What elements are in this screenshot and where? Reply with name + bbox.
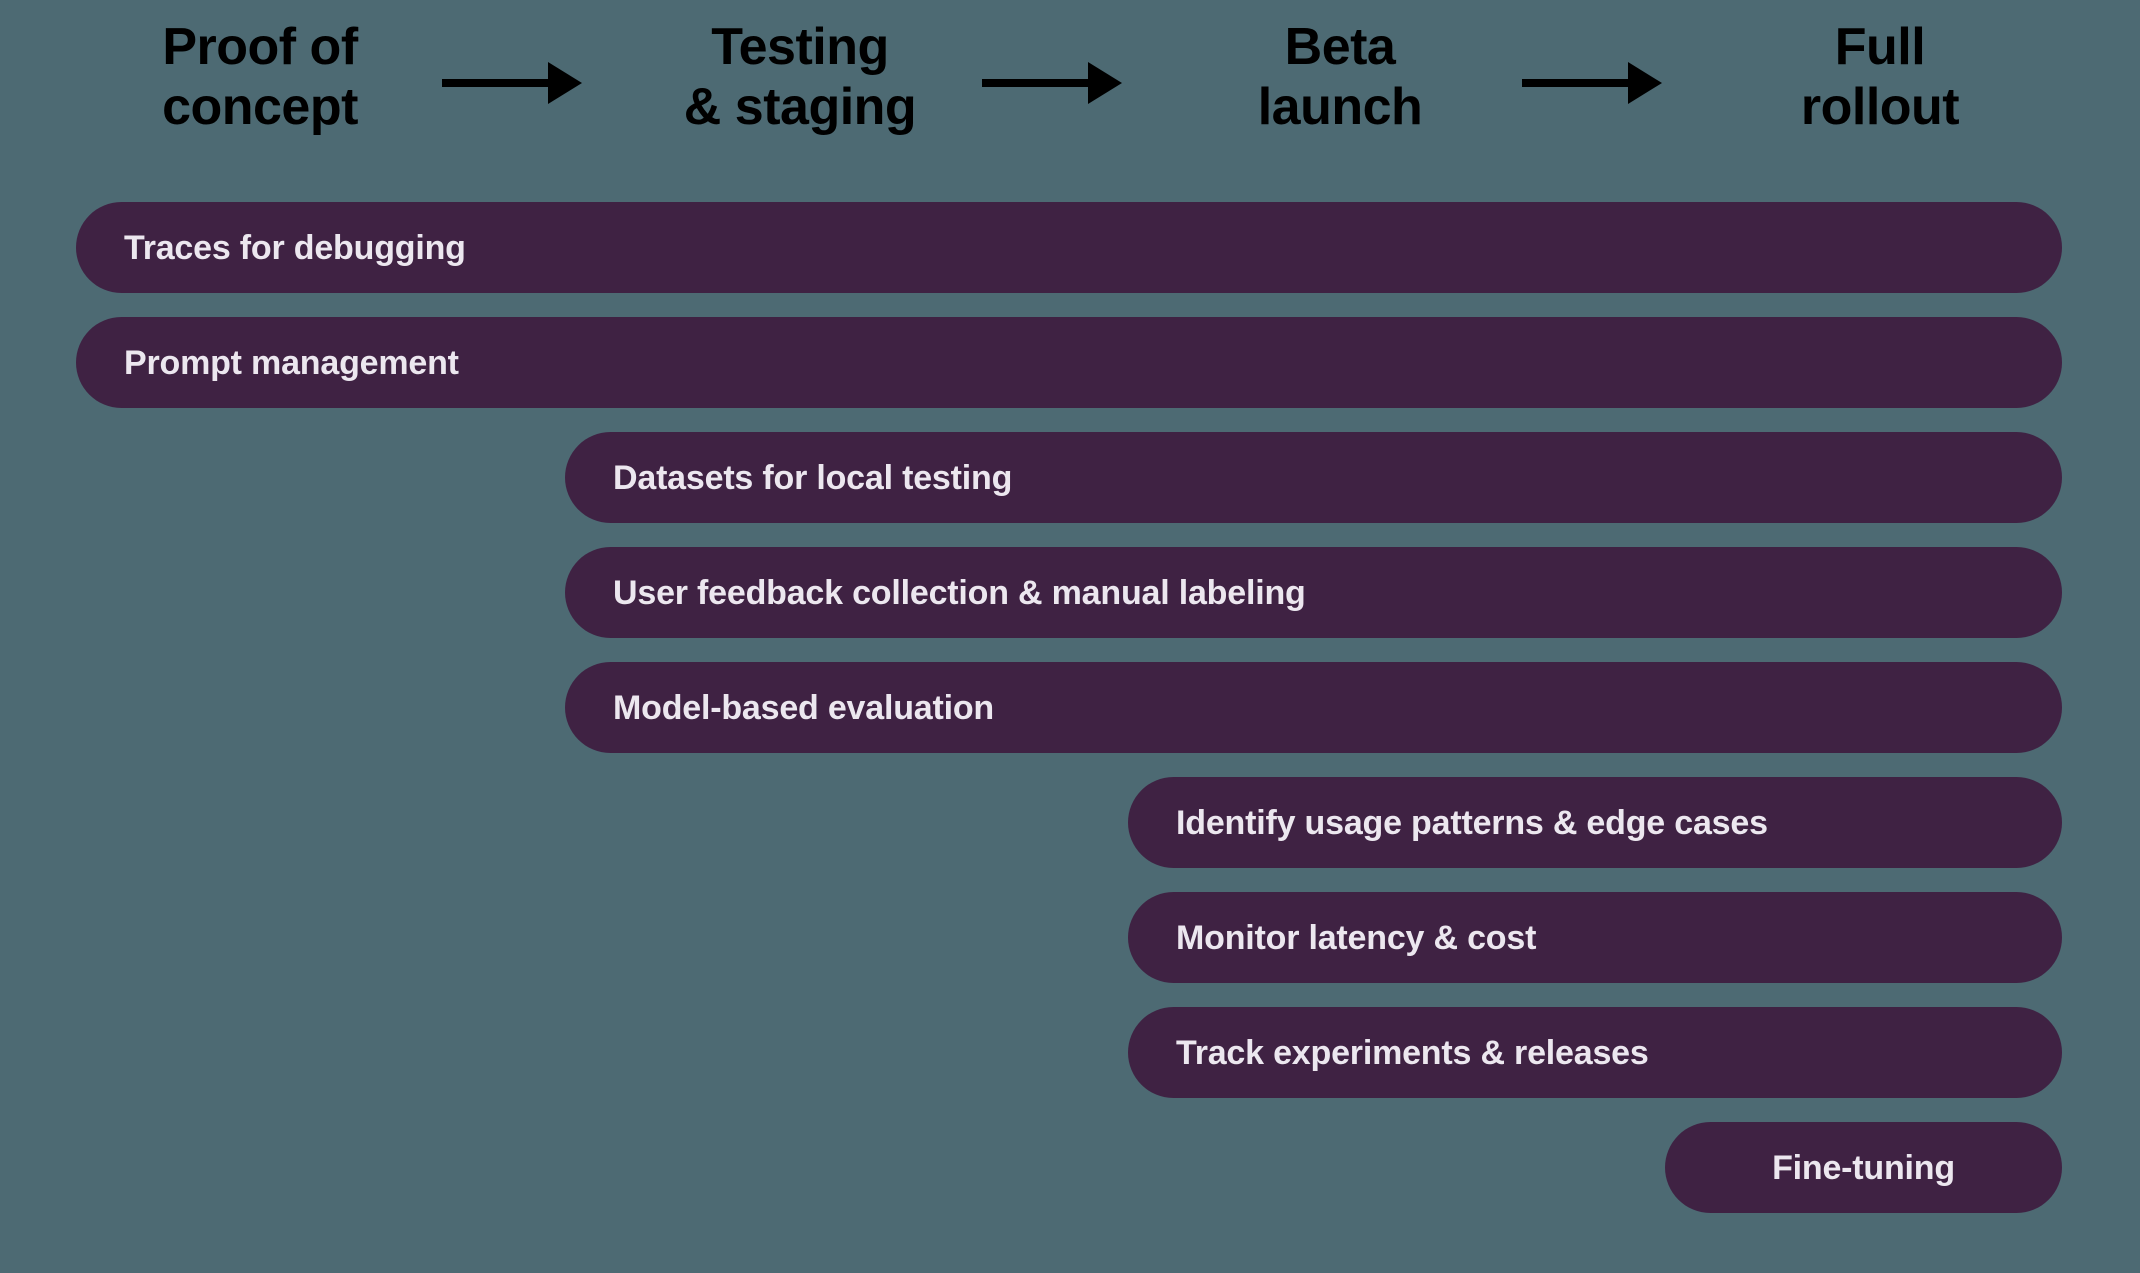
capability-bar[interactable]: Track experiments & releases bbox=[1128, 1007, 2062, 1098]
arrow-poc-to-testing-icon bbox=[442, 62, 582, 104]
capability-bar-label: Traces for debugging bbox=[124, 228, 466, 267]
capability-bar-label: Datasets for local testing bbox=[613, 458, 1013, 497]
capability-bar-label: Monitor latency & cost bbox=[1176, 918, 1537, 957]
capability-bar[interactable]: Datasets for local testing bbox=[565, 432, 2062, 523]
capability-bar-label: Track experiments & releases bbox=[1176, 1033, 1649, 1072]
capability-bar[interactable]: Model-based evaluation bbox=[565, 662, 2062, 753]
capability-bar-label: User feedback collection & manual labeli… bbox=[613, 573, 1306, 612]
capability-bar[interactable]: Identify usage patterns & edge cases bbox=[1128, 777, 2062, 868]
arrow-head bbox=[1628, 62, 1662, 104]
arrow-shaft bbox=[1522, 79, 1630, 87]
stage-label-3: Beta launch bbox=[1257, 18, 1423, 136]
arrow-beta-to-rollout-icon bbox=[1522, 62, 1662, 104]
capability-bar-label: Fine-tuning bbox=[1772, 1148, 1955, 1187]
capability-bar-label: Identify usage patterns & edge cases bbox=[1176, 803, 1768, 842]
capability-bar-label: Prompt management bbox=[124, 343, 459, 382]
stage-label-2: Testing & staging bbox=[683, 18, 917, 136]
stage-label-1: Proof of concept bbox=[162, 18, 358, 136]
arrow-shaft bbox=[982, 79, 1090, 87]
capability-bar[interactable]: Traces for debugging bbox=[76, 202, 2062, 293]
capability-bar-label: Model-based evaluation bbox=[613, 688, 995, 727]
capability-bar[interactable]: Prompt management bbox=[76, 317, 2062, 408]
arrow-head bbox=[1088, 62, 1122, 104]
capability-bar[interactable]: User feedback collection & manual labeli… bbox=[565, 547, 2062, 638]
capability-bar[interactable]: Monitor latency & cost bbox=[1128, 892, 2062, 983]
arrow-testing-to-beta-icon bbox=[982, 62, 1122, 104]
stage-label-4: Full rollout bbox=[1800, 18, 1960, 136]
arrow-shaft bbox=[442, 79, 550, 87]
capability-bar[interactable]: Fine-tuning bbox=[1665, 1122, 2062, 1213]
stage-header-row: Proof of concept Testing & staging Beta la… bbox=[0, 0, 2140, 160]
arrow-head bbox=[548, 62, 582, 104]
